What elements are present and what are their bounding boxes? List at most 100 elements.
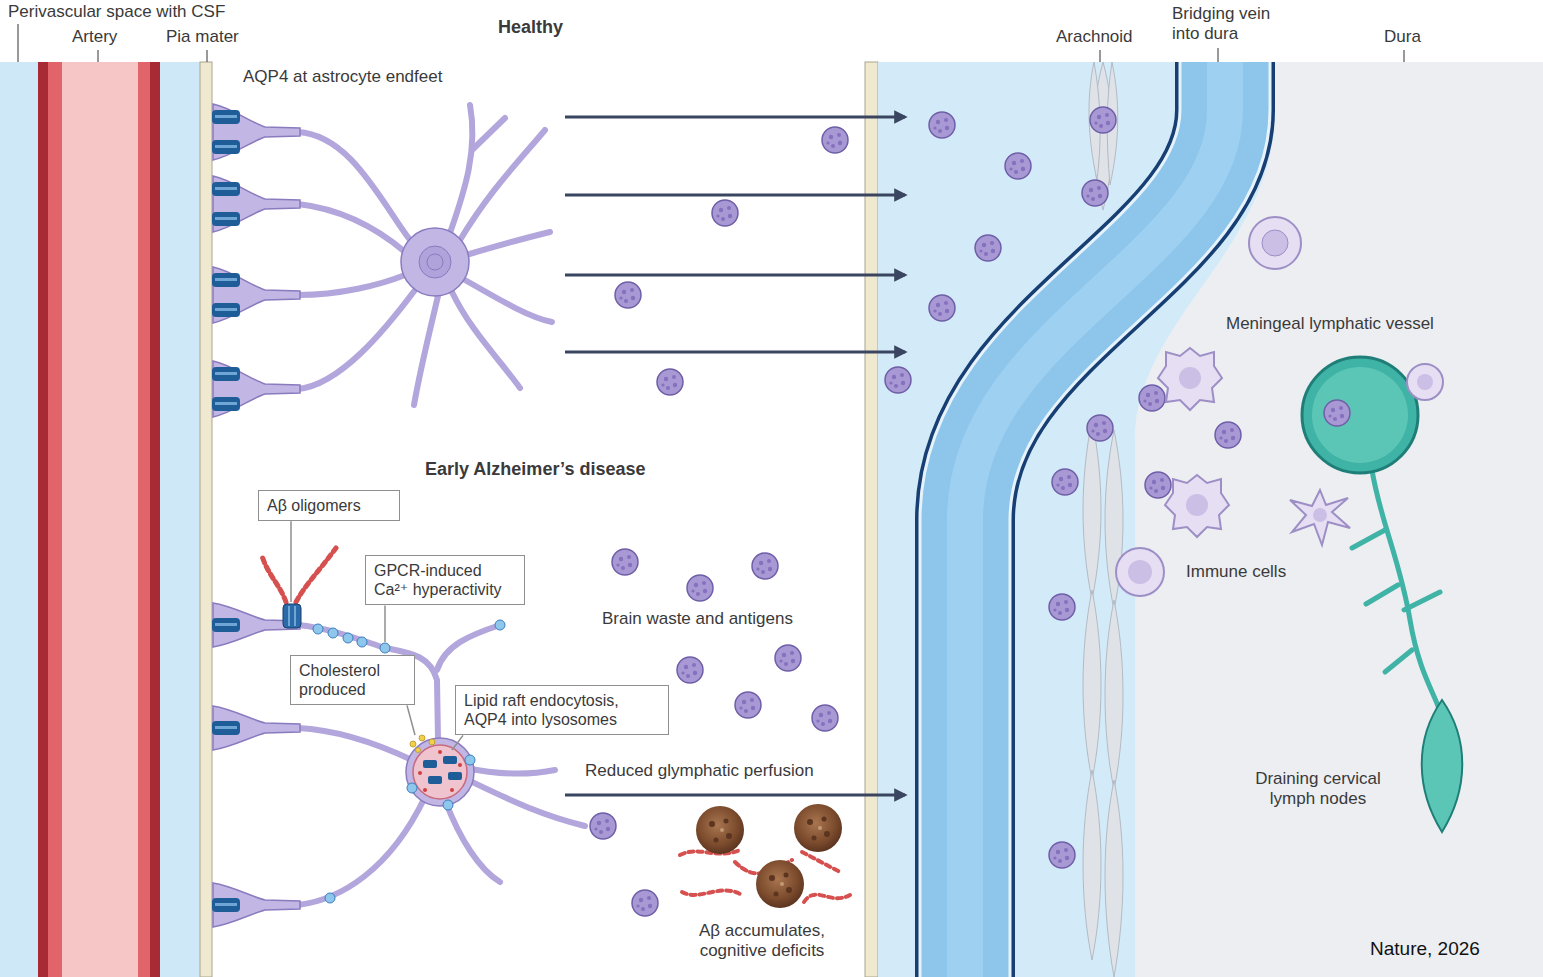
- region-label: Pia mater: [166, 27, 239, 47]
- astrocyte-endfoot: [213, 176, 300, 232]
- aqp4-channel: [215, 623, 237, 626]
- callout-box: Aβ oligomers: [258, 490, 400, 521]
- waste-particle: [612, 549, 638, 575]
- arachnoid-strand: [1083, 770, 1101, 960]
- waste-particle: [1049, 842, 1075, 868]
- lysosome: [448, 772, 462, 780]
- astrocyte-process: [450, 105, 472, 233]
- abeta-oligomer: [296, 548, 336, 602]
- waste-particle: [632, 890, 658, 916]
- tissue-background: [865, 62, 878, 977]
- calcium-dot: [328, 628, 338, 638]
- astrocyte-endfoot: [213, 104, 300, 417]
- amyloid-plaque: [696, 804, 842, 908]
- aqp4-channel: [215, 145, 237, 148]
- lysosome: [423, 760, 437, 768]
- astrocyte-process: [445, 800, 500, 882]
- aqp4-channel: [215, 903, 237, 906]
- immune-cell: [1313, 508, 1327, 522]
- astrocyte-process: [298, 275, 405, 295]
- lysosome: [458, 763, 462, 767]
- callout-text: Lipid raft endocytosis, AQP4 into lysoso…: [464, 691, 660, 729]
- lymphatic-vessel: [1302, 357, 1462, 832]
- immune-cell: [1179, 367, 1201, 389]
- waste-particle: [1005, 153, 1031, 179]
- lymphatic-vessel: [1352, 530, 1385, 548]
- immune-cell: [1158, 348, 1222, 410]
- lymphatic-vessel: [1422, 700, 1463, 832]
- arachnoid-strand: [1083, 420, 1101, 600]
- astrocyte-process: [472, 118, 505, 150]
- flow-arrow: [565, 794, 905, 797]
- astrocyte-endfoot: [213, 603, 300, 927]
- arachnoid-strand: [1105, 600, 1123, 790]
- waste-particle: [812, 705, 838, 731]
- waste-particle: [929, 295, 955, 321]
- waste-particle: [1145, 472, 1171, 498]
- tissue-background: [878, 62, 1543, 977]
- aqp4-channel: [212, 212, 240, 226]
- calcium-dot: [343, 633, 353, 643]
- waste-particle: [590, 107, 1241, 916]
- tissue-background: [200, 62, 212, 977]
- astrocyte-process: [298, 797, 425, 905]
- leader-tick: [1403, 50, 1404, 62]
- lysosome: [423, 788, 427, 792]
- immune-cell: [1249, 217, 1301, 269]
- part-label: Meningeal lymphatic vessel: [1226, 314, 1434, 334]
- cholesterol-dot: [410, 735, 435, 753]
- calcium-dot: [380, 643, 390, 653]
- aqp4-channel: [215, 308, 237, 311]
- part-label: Reduced glymphatic perfusion: [585, 761, 814, 781]
- region-label: Bridging vein into dura: [1172, 4, 1292, 45]
- leader-tick: [1217, 48, 1218, 62]
- aqp4-channel: [212, 110, 240, 124]
- leader-tick: [97, 50, 98, 62]
- abeta-oligomer: [262, 548, 336, 602]
- waste-particle: [1090, 107, 1116, 133]
- calcium-dot: [465, 755, 475, 765]
- leader-tick: [17, 24, 18, 62]
- waste-particle: [975, 235, 1001, 261]
- abeta-fibril: [804, 895, 850, 902]
- arachnoid-strand: [1083, 590, 1101, 780]
- waste-particle: [1139, 385, 1165, 411]
- astrocyte-endfoot: [213, 603, 300, 647]
- abeta-oligomer: [262, 556, 286, 602]
- arachnoid-strand: [1105, 780, 1123, 977]
- abeta-fibril: [804, 895, 850, 902]
- astrocyte-process: [414, 296, 438, 405]
- calcium-dot: [357, 637, 367, 647]
- tissue-background: [48, 62, 62, 977]
- part-label: Aβ accumulates, cognitive deficits: [680, 921, 845, 962]
- astrocyte-process: [466, 768, 555, 774]
- immune-cell: [1116, 217, 1443, 596]
- source-note: Nature, 2026: [1370, 938, 1480, 961]
- abeta-oligomer: [262, 556, 286, 602]
- leader-line: [290, 521, 292, 602]
- waste-particle: [1052, 469, 1078, 495]
- abeta-fibril: [682, 890, 742, 895]
- calcium-dot: [313, 624, 323, 634]
- lymphatic-vessel: [1366, 585, 1398, 604]
- panel-heading: Early Alzheimer’s disease: [425, 459, 645, 481]
- immune-cell: [1165, 475, 1229, 537]
- gpcr-receptor: [283, 604, 301, 628]
- waste-particle: [822, 127, 848, 153]
- lysosome: [413, 745, 467, 799]
- waste-particle: [1215, 422, 1241, 448]
- aqp4-channel: [212, 110, 240, 411]
- flow-arrow: [565, 351, 905, 354]
- tissue-background: [160, 62, 200, 977]
- aqp4-channel: [212, 721, 240, 735]
- astrocyte-process: [465, 280, 552, 322]
- waste-particle: [929, 112, 955, 138]
- lysosome: [443, 756, 457, 764]
- callout-box: GPCR-induced Ca²⁺ hyperactivity: [365, 555, 525, 605]
- astrocyte-cell: [401, 228, 469, 296]
- callout-text: GPCR-induced Ca²⁺ hyperactivity: [374, 561, 516, 599]
- astrocyte-endfoot: [213, 104, 300, 160]
- waste-particle: [752, 553, 778, 579]
- immune-cell: [1417, 374, 1433, 390]
